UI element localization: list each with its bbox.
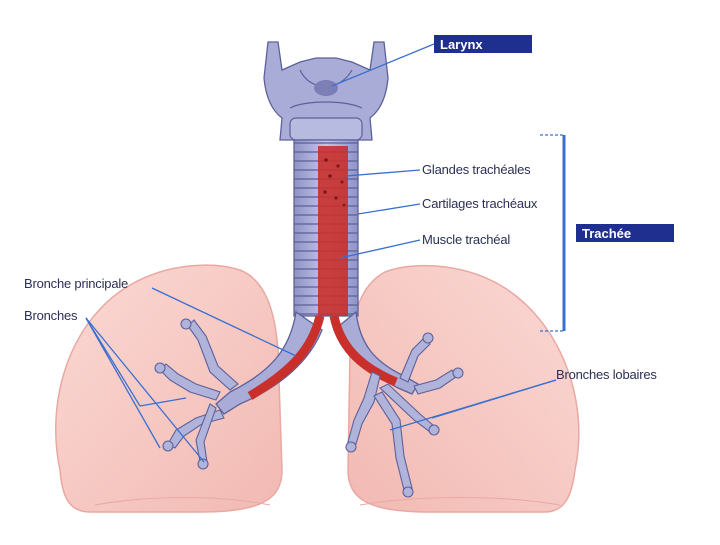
larynx-structure bbox=[264, 42, 388, 140]
leader-cartilages bbox=[358, 204, 420, 214]
bronches-label: Bronches bbox=[24, 308, 77, 323]
larynx-label: Larynx bbox=[434, 35, 532, 53]
bronche-principale-label: Bronche principale bbox=[24, 276, 128, 291]
muscle-label: Muscle trachéal bbox=[422, 232, 510, 247]
glandes-label: Glandes trachéales bbox=[422, 162, 530, 177]
cartilages-label: Cartilages trachéaux bbox=[422, 196, 537, 211]
trachea-structure bbox=[294, 140, 358, 316]
trachee-label: Trachée bbox=[576, 224, 674, 242]
trachee-bracket bbox=[540, 135, 564, 331]
bronches-lobaires-label: Bronches lobaires bbox=[556, 367, 657, 382]
